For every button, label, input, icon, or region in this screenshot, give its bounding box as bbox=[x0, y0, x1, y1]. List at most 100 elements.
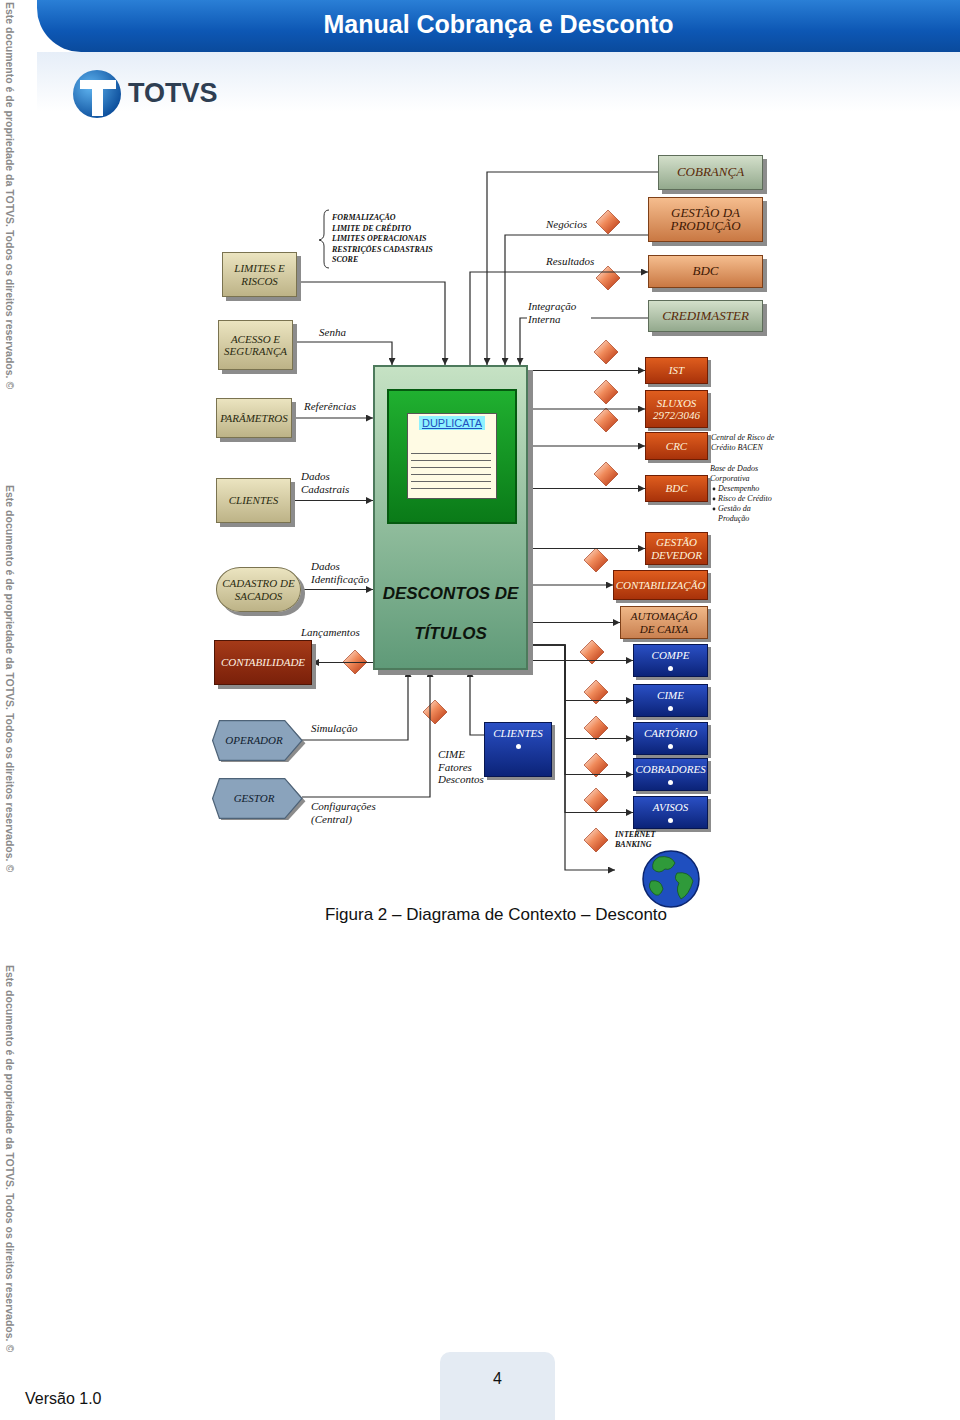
edge-label: Senha bbox=[318, 326, 347, 339]
internet-globe: INTERNET BANKING bbox=[615, 830, 707, 910]
node-text: LIMITES E RISCOS bbox=[227, 262, 292, 287]
system-box: BDC bbox=[648, 255, 763, 288]
watermark: Este documento é de propriedade da TOTVS… bbox=[4, 2, 16, 389]
node-text: CLIENTES bbox=[493, 727, 543, 740]
node-text: CIME bbox=[657, 689, 684, 702]
connector bbox=[528, 408, 645, 409]
watermark: Este documento é de propriedade da TOTVS… bbox=[4, 485, 16, 872]
limit-item: RESTRIÇÕES CADASTRAIS bbox=[332, 245, 433, 255]
node-text: GESTÃO DEVEDOR bbox=[650, 536, 703, 561]
totvs-logo bbox=[73, 70, 121, 118]
node-text: BDC bbox=[693, 265, 719, 278]
system-box: CRC bbox=[645, 432, 708, 460]
connector bbox=[528, 645, 633, 701]
connector bbox=[302, 670, 430, 797]
node-text: DUPLICATA bbox=[419, 416, 485, 430]
connector bbox=[528, 488, 645, 489]
system-box: COBRANÇA bbox=[658, 155, 763, 190]
system-box: CONTABILIDADE bbox=[214, 640, 312, 685]
connector bbox=[291, 500, 373, 501]
globe-ocean bbox=[643, 851, 699, 907]
actor-arrow: GESTOR bbox=[216, 776, 302, 821]
status-dot bbox=[516, 744, 521, 749]
system-box: COMPE bbox=[633, 644, 708, 677]
connector bbox=[520, 318, 648, 365]
connector bbox=[528, 370, 645, 371]
connector bbox=[470, 670, 484, 735]
actor-arrow: OPERADOR bbox=[216, 718, 302, 763]
system-box: GESTÃO DEVEDOR bbox=[645, 532, 708, 565]
node-text: BDC bbox=[666, 482, 688, 495]
system-box: GESTÃO DA PRODUÇÃO bbox=[648, 197, 763, 242]
node-text: DESCONTOS DE TÍTULOS bbox=[379, 574, 522, 654]
node-text: CRC bbox=[666, 440, 687, 453]
connector bbox=[297, 282, 445, 365]
document-frame: DUPLICATA bbox=[387, 389, 517, 524]
connector bbox=[292, 417, 373, 418]
node-text: CADASTRO DE SACADOS bbox=[221, 577, 296, 602]
edge-label: Resultados bbox=[545, 255, 595, 268]
connector bbox=[528, 660, 633, 661]
annotation: Base de Dados Corporativa bbox=[710, 464, 766, 483]
globe-land bbox=[675, 873, 693, 899]
system-box: CLIENTES bbox=[216, 478, 291, 523]
node-text: INTERNET BANKING bbox=[615, 830, 661, 849]
node-text: COBRANÇA bbox=[677, 166, 744, 179]
node-text: IST bbox=[669, 364, 684, 377]
node-text: GESTÃO DA PRODUÇÃO bbox=[653, 207, 758, 232]
document-lines bbox=[411, 447, 491, 491]
connector bbox=[528, 445, 645, 446]
limit-item: LIMITES OPERACIONAIS bbox=[332, 234, 426, 244]
connector bbox=[293, 342, 392, 365]
node-text: CLIENTES bbox=[229, 494, 279, 507]
node-text: ACESSO E SEGURANÇA bbox=[223, 333, 288, 358]
edge-label: Configurações (Central) bbox=[310, 800, 392, 825]
globe-land bbox=[649, 881, 663, 896]
node-text: PARÂMETROS bbox=[220, 412, 288, 425]
connector bbox=[487, 172, 658, 365]
connector bbox=[470, 272, 648, 365]
edge-label: Referências bbox=[303, 400, 357, 413]
edge-label: Lançamentos bbox=[300, 626, 361, 639]
status-dot bbox=[668, 744, 673, 749]
node-text: CONTABILIDADE bbox=[221, 656, 305, 669]
system-box: PARÂMETROS bbox=[216, 398, 292, 438]
main-module: DESCONTOS DE TÍTULOS DUPLICATA bbox=[373, 365, 528, 670]
system-box: COBRADORES bbox=[633, 758, 708, 791]
bullet-item: Risco de Crédito bbox=[718, 494, 772, 504]
annotation: Central de Risco de Crédito BACEN bbox=[711, 433, 783, 452]
page-number: 4 bbox=[440, 1370, 555, 1388]
system-box: CLIENTES bbox=[484, 722, 552, 777]
node-text: COMPE bbox=[652, 649, 690, 662]
system-box: AUTOMAÇÃO DE CAIXA bbox=[620, 606, 708, 639]
page-title: Manual Cobrança e Desconto bbox=[37, 10, 960, 39]
connector bbox=[301, 589, 373, 590]
connector bbox=[312, 662, 373, 663]
node-text: CARTÓRIO bbox=[644, 727, 697, 740]
limit-item: SCORE bbox=[332, 255, 358, 265]
node-text: SLUXOS 2972/3046 bbox=[650, 397, 703, 422]
status-dot bbox=[668, 780, 673, 785]
version: Versão 1.0 bbox=[25, 1390, 102, 1408]
system-box: SLUXOS 2972/3046 bbox=[645, 390, 708, 428]
system-box: BDC bbox=[645, 475, 708, 502]
connector bbox=[528, 548, 645, 549]
database-box: CADASTRO DE SACADOS bbox=[216, 567, 301, 612]
node-text: GESTOR bbox=[234, 792, 275, 805]
bracket bbox=[319, 210, 329, 268]
connector bbox=[528, 622, 620, 623]
status-dot bbox=[668, 706, 673, 711]
edge-label: Integração Interna bbox=[527, 300, 591, 325]
globe-land bbox=[653, 857, 675, 872]
globe-icon bbox=[641, 849, 701, 909]
node-text: COBRADORES bbox=[635, 763, 705, 776]
edge-label: Dados Cadastrais bbox=[300, 470, 362, 495]
bullets bbox=[713, 488, 716, 511]
bullet-item: Desempenho bbox=[718, 484, 759, 494]
connector bbox=[302, 670, 408, 740]
node-text: AUTOMAÇÃO DE CAIXA bbox=[625, 610, 703, 635]
edge-label: Simulação bbox=[310, 722, 358, 735]
node-text: CREDIMASTER bbox=[662, 310, 749, 323]
